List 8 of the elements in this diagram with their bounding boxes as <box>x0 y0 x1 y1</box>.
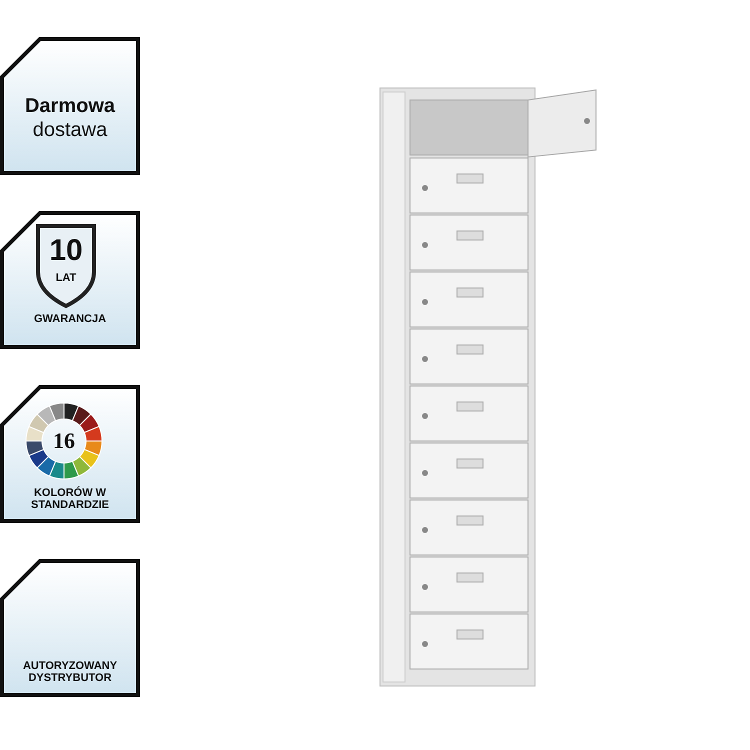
badge-caption: AUTORYZOWANY DYSTRYBUTOR <box>22 660 118 684</box>
badge-number: 16 <box>52 429 76 454</box>
badge-heading: Darmowa <box>24 95 116 117</box>
badge-caption: GWARANCJA <box>32 313 108 326</box>
badge-unit: LAT <box>54 272 78 284</box>
badge-caption: KOLORÓW W STANDARDZIE <box>30 487 110 512</box>
badge-number: 10 <box>48 234 84 267</box>
badge-subheading: dostawa <box>32 119 108 141</box>
